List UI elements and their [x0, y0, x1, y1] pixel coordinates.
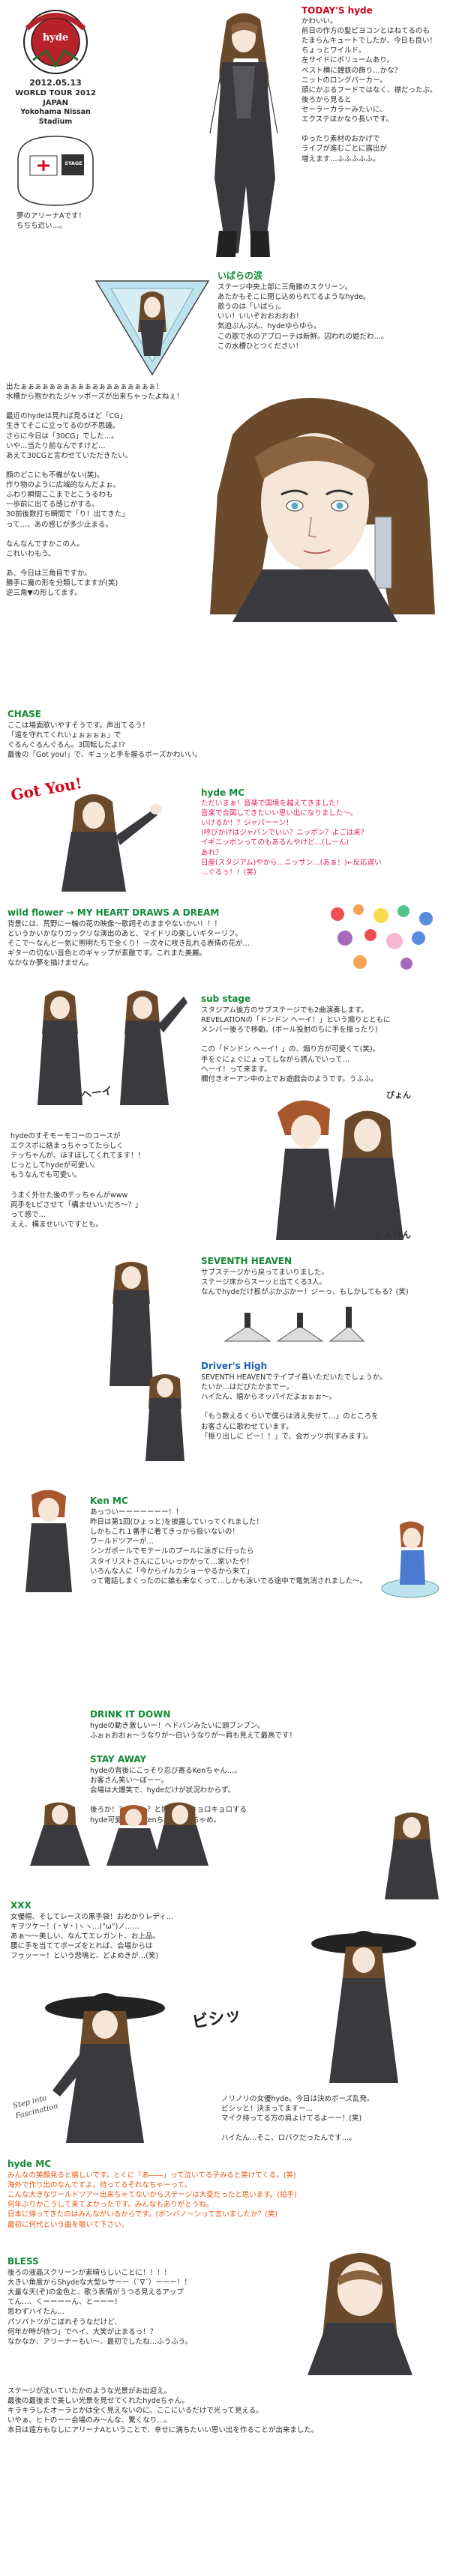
wildflower-heading: wild flower → MY HEART DRAWS A DREAM — [8, 907, 220, 918]
flower-spot — [398, 905, 410, 917]
pyramid-screen-illustration — [94, 280, 210, 376]
ibara-heading: いばらの涙 — [218, 270, 263, 281]
ibara-body: ステージ中央上部に三角錐のスクリーン。 あたかもそこに閉じ込められてるようなhy… — [218, 283, 388, 351]
todays-hyde-heading: TODAY'S hyde — [302, 5, 373, 16]
tour-country: JAPAN — [43, 99, 68, 107]
pose-label: ビシッ — [190, 2005, 243, 2033]
hyde-actress-pose-illustration — [311, 1931, 416, 2083]
xxx-body: 女優帽、そしてレースの黒手袋！おわかりレディ… キヲツケー！(・∀・)ヽヽ…(°… — [10, 1913, 174, 1961]
flower-spot — [364, 929, 376, 941]
ending-body: ステージが沈いていたかのような光景がお出迎え。 最後の最後まで美しい光景を見せて… — [8, 2387, 319, 2435]
stay-away-heading: STAY AWAY — [90, 1754, 147, 1765]
flower-spot — [400, 958, 412, 970]
ken-hyde-illustration — [276, 1100, 404, 1240]
pyon-label: ぴょん — [386, 1090, 411, 1100]
flower-spot — [419, 912, 433, 925]
todays-hyde-body: かわいい。 前日の作方の髪ピヨコンとはねてるのも たまらんキュートでしたが、今日… — [302, 17, 437, 163]
stadium-diagram — [17, 136, 94, 206]
drivers-high-heading: Driver's High — [201, 1361, 268, 1371]
hyde-portrait-illustration — [210, 398, 435, 622]
drivers-high-body: SEVENTH HEAVENでテイプイ喜いただいたでしょうか。 たいか…はだびた… — [201, 1373, 387, 1441]
wildflower-body: 背景には、荒野に一輪の花の映像～歌詞そのままやないかい！！！ というかいかなりガ… — [8, 920, 250, 968]
seventh-heaven-heading: SEVENTH HEAVEN — [201, 1256, 292, 1266]
ken-mc-heading: Ken MC — [90, 1496, 128, 1506]
hyde-mc2-body: みんなの笑顔見ると嬉しいです。とくに「あ――」って泣いてる子みると笑けてくる。(… — [8, 2171, 297, 2229]
hey-pose-illustration — [38, 991, 188, 1105]
intro-commentary: 出たぁぁぁぁぁぁぁぁぁぁぁぁぁぁぁぁぁぁぁ！ 水槽から抱かれたジャッポーズが出来… — [6, 383, 184, 598]
substage-heading: sub stage — [201, 994, 251, 1004]
ken-mc-body: あっついーーーーーーー！！ 昨日は第1回(ひょっと)を披露していってくれました！… — [90, 1508, 368, 1585]
hyde-mc1-body: ただいまぁ！音楽で国境を越えてきました！ 音楽で合図してきたいい思い出になりまし… — [201, 799, 382, 877]
flower-spot — [338, 931, 352, 946]
bless-body: 後ろの液晶スクリーンが素晴らしいことに！！！！ 大きい角度からShydeな大型レ… — [8, 2269, 193, 2346]
tour-logo-center-text: hyde — [42, 32, 69, 43]
hyde-fullbody-illustration — [209, 13, 278, 257]
xxx-after-body: ノリノリの女優hyde。今日は決めポーズ乱発。 ピシッと！決まってますー… マイ… — [221, 2095, 374, 2143]
tour-date: 2012.05.13 — [29, 78, 82, 88]
flower-spot — [353, 904, 364, 915]
drink-it-down-heading: DRINK IT DOWN — [90, 1709, 171, 1720]
chase-heading: CHASE — [8, 709, 41, 719]
flower-spot — [386, 933, 403, 949]
tour-logo: hyde 2012.05.13 WORLD TOUR 2012 JAPAN Yo… — [10, 6, 100, 126]
stage-map: STAGE 夢のアリーナAです！ ちちち近い…。 — [14, 133, 104, 238]
flower-spot — [353, 955, 367, 969]
hyde-mc2-heading: hyde MC — [8, 2159, 52, 2169]
hyde-bless-illustration — [308, 2253, 412, 2375]
flower-spot — [331, 907, 344, 921]
stage-map-caption: 夢のアリーナAです！ ちちち近い…。 — [16, 212, 86, 231]
hyde-lookaround-illustration — [385, 1812, 439, 1899]
stay-away-illustration — [30, 1802, 208, 1866]
tetchan-aside: hydeのすそモーモコーのコースが エクスポに絡まっちゃってたらしく テッちゃん… — [10, 1132, 145, 1229]
got-you-illustration — [62, 794, 162, 892]
tour-venue: Yokohama Nissan Stadium — [20, 108, 91, 126]
hyde-mic-illustration — [146, 1374, 184, 1461]
hyde-actress-hat-illustration — [45, 1993, 165, 2143]
hyde-standing-illustration — [110, 1262, 153, 1386]
ken-pool-illustration — [381, 1521, 440, 1598]
chase-body: ここは場面歌いやすそうです。声出てるう！ 「遠を守れてくれいょぉぉぉぉ」で ぐる… — [8, 722, 202, 760]
tour-name: WORLD TOUR 2012 — [15, 89, 96, 97]
hyde-mc1-heading: hyde MC — [201, 787, 245, 798]
drink-it-down-body: hydeの動き激しいー！ヘドバンみたいに頭ブンブン。 ふぉぉおおぉ～うなりが～白… — [90, 1722, 297, 1741]
shinken-label: しんけん — [375, 1230, 412, 1240]
substage-body: スタジアム後方のサブステージでも2曲演奏します。 REVELATIONの「ドンド… — [201, 1006, 391, 1083]
tour-logo-badge — [23, 10, 88, 74]
flower-spots-illustration — [331, 904, 433, 970]
bless-heading: BLESS — [8, 2256, 39, 2267]
rising-stage-illustration — [224, 1307, 365, 1342]
xxx-heading: XXX — [10, 1900, 32, 1911]
seventh-heaven-body: サブステージから戻ってまいりました。 ステージ床からスーッと出てくる3人。 なん… — [201, 1269, 409, 1297]
ken-illustration — [26, 1490, 72, 1592]
stage-label: STAGE — [64, 160, 82, 166]
flower-spot — [374, 908, 388, 923]
flower-spot — [412, 931, 425, 945]
